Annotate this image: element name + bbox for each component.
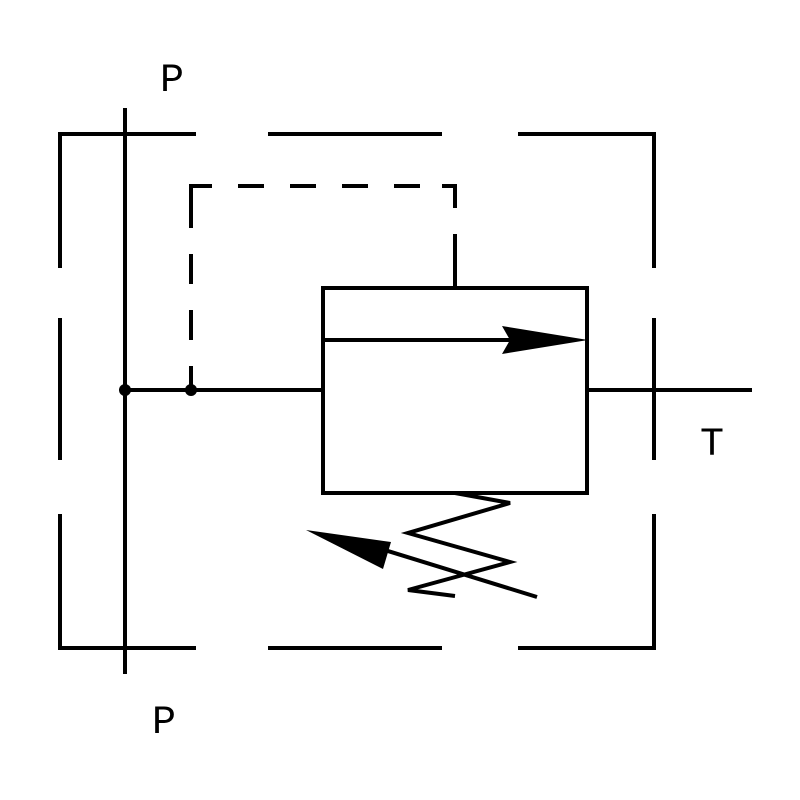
junction-dot-pilot bbox=[185, 384, 197, 396]
port-label-p-bottom: P bbox=[152, 701, 177, 746]
spring bbox=[400, 491, 518, 598]
adjust-arrow-shaft bbox=[374, 545, 538, 599]
port-label-p-top: P bbox=[160, 59, 185, 104]
valve-body bbox=[321, 286, 589, 495]
enclosure-outline bbox=[58, 132, 656, 650]
adjust-arrowhead bbox=[306, 530, 391, 569]
junction-dot-main bbox=[119, 384, 131, 396]
pilot-line bbox=[189, 184, 457, 390]
port-label-t: T bbox=[700, 423, 725, 468]
flow-arrowhead bbox=[502, 326, 588, 354]
